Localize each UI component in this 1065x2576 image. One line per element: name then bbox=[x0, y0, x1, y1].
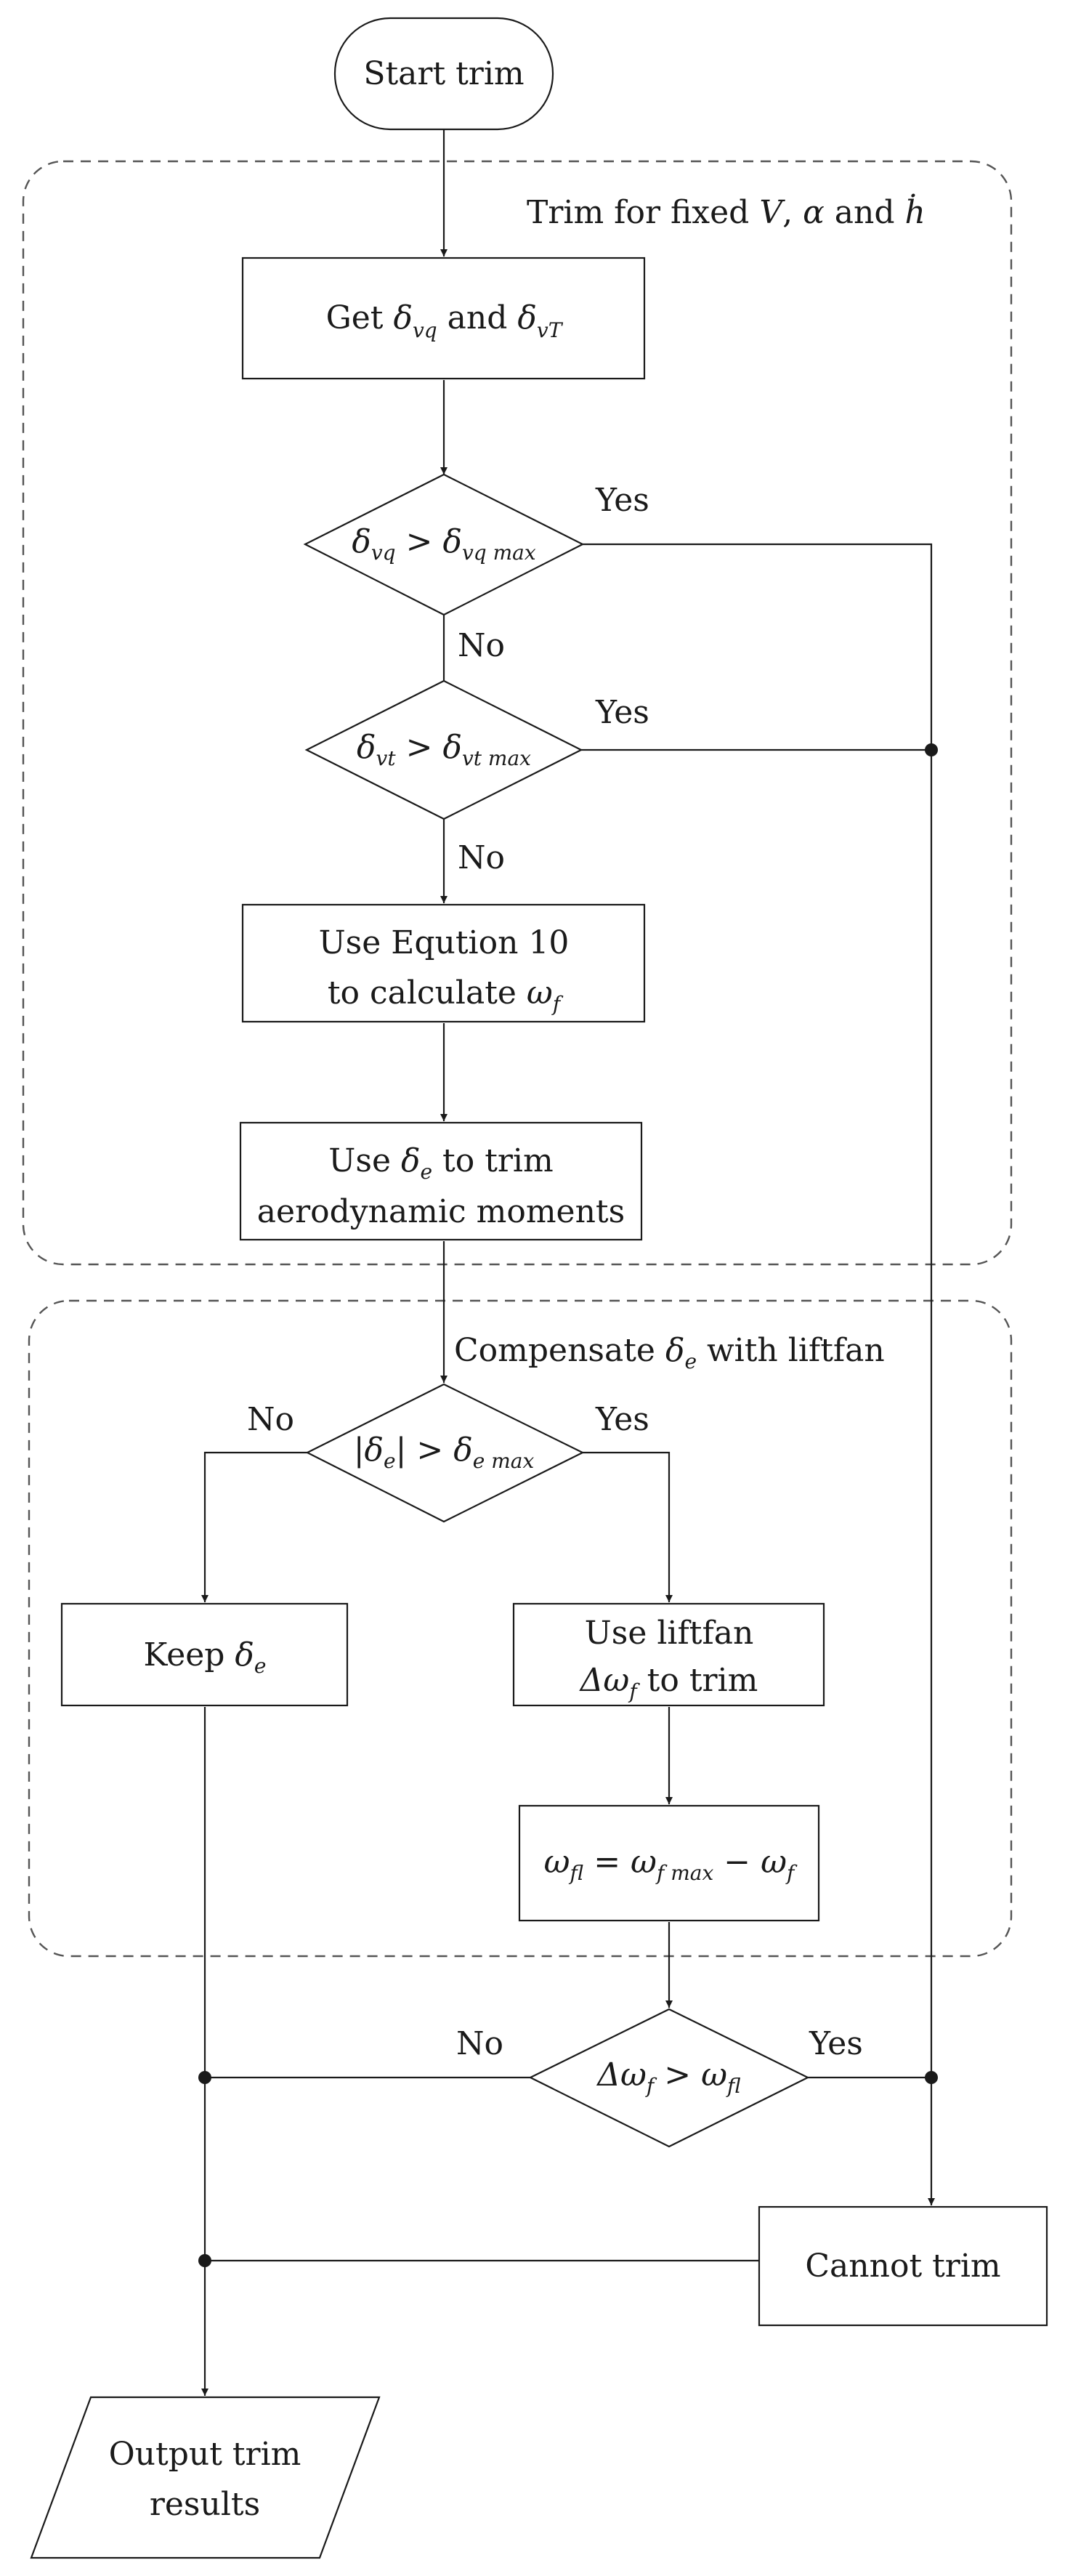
use-liftfan-box bbox=[512, 1602, 825, 1707]
cannot-trim-box bbox=[758, 2205, 1048, 2327]
edge-vq-yes bbox=[583, 543, 935, 2205]
junction-dot bbox=[925, 743, 938, 756]
start-label: Start trim bbox=[363, 55, 524, 92]
start-terminal bbox=[333, 17, 554, 131]
edge-de-no bbox=[201, 1451, 307, 1602]
use-eq10-box bbox=[241, 903, 646, 1023]
use-liftfan-label-2: Δωf to trim bbox=[579, 1662, 758, 1703]
check-de-decision bbox=[305, 1383, 585, 1523]
get-deltas-label: Get δvq and δvT bbox=[326, 299, 564, 342]
output-parallelogram bbox=[30, 2396, 381, 2559]
check-domega-label: Δωf > ωfl bbox=[596, 2056, 741, 2098]
check-domega-decision bbox=[528, 2008, 810, 2148]
check-vt-yes-label: Yes bbox=[595, 694, 649, 731]
keep-de-box bbox=[60, 1602, 349, 1707]
junction-dot bbox=[198, 2254, 211, 2267]
check-de-yes-label: Yes bbox=[595, 1401, 649, 1438]
check-vq-label: δvq > δvq max bbox=[352, 523, 535, 565]
check-domega-no-label: No bbox=[456, 2025, 503, 2062]
connectors bbox=[201, 129, 935, 2396]
use-de-trim-label-2: aerodynamic moments bbox=[257, 1193, 625, 1230]
use-eq10-label-2: to calculate ωf bbox=[328, 974, 564, 1016]
check-vq-decision bbox=[303, 473, 585, 616]
get-deltas-box bbox=[241, 257, 646, 380]
cannot-trim-label: Cannot trim bbox=[805, 2248, 1000, 2285]
trim-group-box bbox=[22, 160, 1013, 1266]
omega-fl-box bbox=[518, 1804, 820, 1922]
check-vt-no-label: No bbox=[458, 839, 505, 876]
output-label-2: results bbox=[150, 2486, 260, 2523]
junction-dot bbox=[925, 2071, 938, 2084]
edge-de-yes bbox=[583, 1451, 673, 1602]
keep-de-label: Keep δe bbox=[144, 1636, 267, 1678]
group1-title: Trim for fixed V, α and ḣ bbox=[527, 193, 926, 231]
use-liftfan-label: Use liftfan bbox=[585, 1615, 754, 1652]
check-de-no-label: No bbox=[247, 1401, 294, 1438]
use-de-trim-box bbox=[239, 1121, 643, 1241]
check-domega-yes-label: Yes bbox=[809, 2025, 863, 2062]
use-eq10-label: Use Eqution 10 bbox=[319, 924, 570, 961]
junction-dot bbox=[198, 2071, 211, 2084]
use-de-trim-label: Use δe to trim bbox=[328, 1142, 553, 1184]
check-vt-decision bbox=[304, 679, 583, 820]
output-label: Output trim bbox=[109, 2436, 301, 2473]
check-vq-no-label: No bbox=[458, 627, 505, 664]
group2-title: Compensate δe with liftfan bbox=[454, 1332, 885, 1373]
check-vt-label: δvt > δvt max bbox=[357, 729, 531, 770]
check-vq-yes-label: Yes bbox=[595, 482, 649, 519]
